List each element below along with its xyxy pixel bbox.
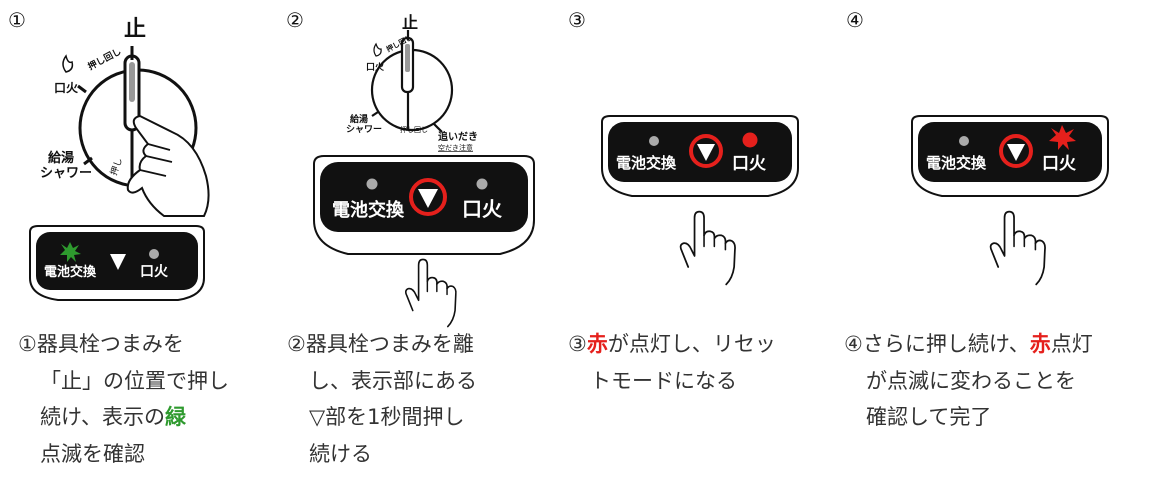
step-number: ③	[568, 8, 586, 32]
battery-label: 電池交換	[926, 154, 987, 172]
pilot-label: 口火	[1042, 154, 1077, 174]
display-panel: 電池交換 口火	[29, 225, 205, 301]
ignite-label: 口火	[54, 81, 79, 95]
display-panel: 電池交換 口火	[911, 115, 1109, 197]
ignite-label: 口火	[366, 62, 385, 73]
push-turn-label-lower: 押し回し	[400, 125, 428, 134]
battery-label: 電池交換	[616, 154, 677, 172]
shower-label-1: 給湯	[48, 150, 74, 166]
pointing-hand-icon	[404, 258, 457, 328]
pilot-led-red-on	[742, 132, 758, 148]
shower-label-1: 給湯	[350, 113, 368, 125]
step-1: ① 止 口火 押し回し 給湯 シャワー 押し 電池交換 口火 ①器具	[0, 0, 290, 484]
pointing-hand-icon	[989, 210, 1046, 286]
stop-label: 止	[124, 17, 146, 42]
reset-button-highlight-ring	[999, 134, 1033, 168]
highlight-red: 赤	[1029, 332, 1051, 356]
step-caption: ①器具栓つまみを 「止」の位置で押し 続け、表示の緑 点滅を確認	[18, 332, 229, 466]
battery-label: 電池交換	[44, 264, 97, 280]
reset-button-triangle-icon	[697, 144, 715, 161]
pilot-led	[476, 178, 488, 190]
shower-label-2: シャワー	[346, 124, 382, 135]
reset-button-highlight-ring	[409, 178, 447, 216]
step-caption: ④さらに押し続け、赤点灯 が点滅に変わることを 確認して完了	[844, 332, 1093, 429]
step-number: ②	[286, 8, 304, 32]
reheat-note: 空だき注意	[438, 143, 473, 152]
step-4: ④ 電池交換 口火 ④さらに押し続け、赤点灯 が点滅に変わることを 確認して完了	[840, 0, 1164, 484]
highlight-red: 赤	[586, 332, 608, 356]
highlight-green: 緑	[164, 405, 186, 429]
stop-label: 止	[402, 13, 418, 32]
step-number: ④	[846, 8, 864, 32]
step-caption: ②器具栓つまみを離 し、表示部にある ▽部を1秒間押し 続ける	[287, 332, 477, 466]
battery-label: 電池交換	[332, 199, 405, 221]
battery-led	[959, 136, 969, 146]
pilot-led-red-flashing-icon	[1049, 125, 1076, 150]
reset-button-triangle-icon	[1007, 144, 1025, 161]
pilot-label: 口火	[732, 154, 767, 174]
battery-led	[366, 178, 378, 190]
step-caption: ③赤が点灯し、リセッ トモードになる	[568, 332, 776, 393]
pointing-hand-icon	[679, 210, 736, 286]
battery-led	[649, 136, 659, 146]
reset-button-triangle-icon	[110, 254, 126, 270]
push-turn-label: 押し回し	[86, 45, 123, 73]
pilot-label: 口火	[462, 197, 503, 221]
pressing-hand-icon	[126, 114, 210, 217]
pilot-led	[149, 249, 159, 259]
reheat-label: 追いだき	[438, 130, 478, 143]
flame-icon	[373, 42, 382, 57]
display-panel: 電池交換 口火	[601, 115, 799, 197]
step-number: ①	[8, 8, 26, 32]
knob-illustration: 止 口火 押し回し 給湯 シャワー 押し回し 追いだき 空だき注意	[346, 13, 478, 152]
battery-led-green-icon	[60, 242, 81, 262]
step-3: ③ 電池交換 口火 ③赤が点灯し、リセッ トモードになる	[560, 0, 850, 484]
display-panel: 電池交換 口火	[313, 155, 535, 255]
shower-label-2: シャワー	[40, 166, 92, 181]
pilot-label: 口火	[140, 264, 169, 280]
step-2: ② 止 口火 押し回し 給湯 シャワー 押し回し 追いだき 空だき注意 電池交換…	[282, 0, 572, 484]
reset-button-highlight-ring	[689, 134, 723, 168]
flame-icon	[62, 54, 74, 73]
knob-illustration: 止 口火 押し回し 給湯 シャワー 押し	[40, 17, 210, 217]
reset-button-triangle-icon	[418, 189, 438, 208]
